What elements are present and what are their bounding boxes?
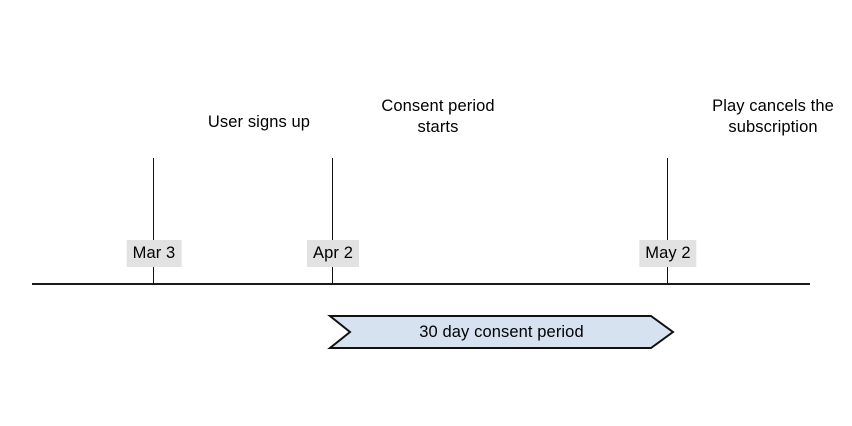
event-caption-signup: User signs up	[207, 113, 311, 131]
event-tick-consent-start	[332, 158, 334, 284]
event-tick-play-cancels	[667, 158, 669, 284]
event-date-chip-signup: Mar 3	[126, 240, 182, 267]
event-date-chip-consent-start: Apr 2	[307, 240, 359, 267]
event-caption-consent-start: Consent period starts	[381, 97, 495, 136]
event-date-chip-play-cancels: May 2	[639, 240, 697, 267]
event-tick-signup	[153, 158, 155, 284]
event-caption-play-cancels: Play cancels the subscription	[712, 97, 834, 136]
banner-polygon	[327, 315, 675, 349]
timeline-axis	[32, 283, 810, 285]
consent-period-banner-shape	[327, 315, 675, 349]
consent-period-banner: 30 day consent period	[327, 315, 675, 349]
